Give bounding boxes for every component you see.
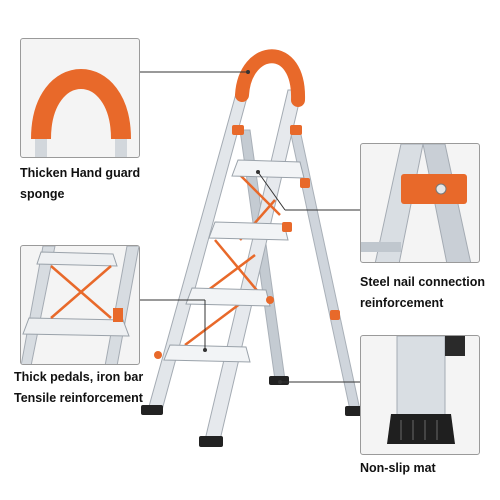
foam-handle-icon (31, 69, 131, 157)
inset-hand-guard (20, 38, 140, 158)
inset-steel-nail (360, 143, 480, 263)
hand-guard-label-line2: sponge (20, 187, 65, 201)
pedals-label-line2: Tensile reinforcement (14, 391, 143, 405)
steel-nail-label-line2: reinforcement (360, 296, 444, 310)
pedal-iron-bar-icon (21, 246, 139, 364)
inset-pedals (20, 245, 140, 365)
pedals-label-line1: Thick pedals, iron bar (14, 370, 144, 384)
rubber-foot-icon (387, 336, 465, 444)
inset-non-slip-mat (360, 335, 480, 455)
hand-guard-label-line1: Thicken Hand guard (20, 166, 141, 180)
steel-nail-label-line1: Steel nail connection (360, 275, 486, 289)
mat-label: Non-slip mat (360, 461, 436, 475)
steel-joint-icon (361, 144, 472, 262)
ladder-steps (163, 159, 305, 363)
